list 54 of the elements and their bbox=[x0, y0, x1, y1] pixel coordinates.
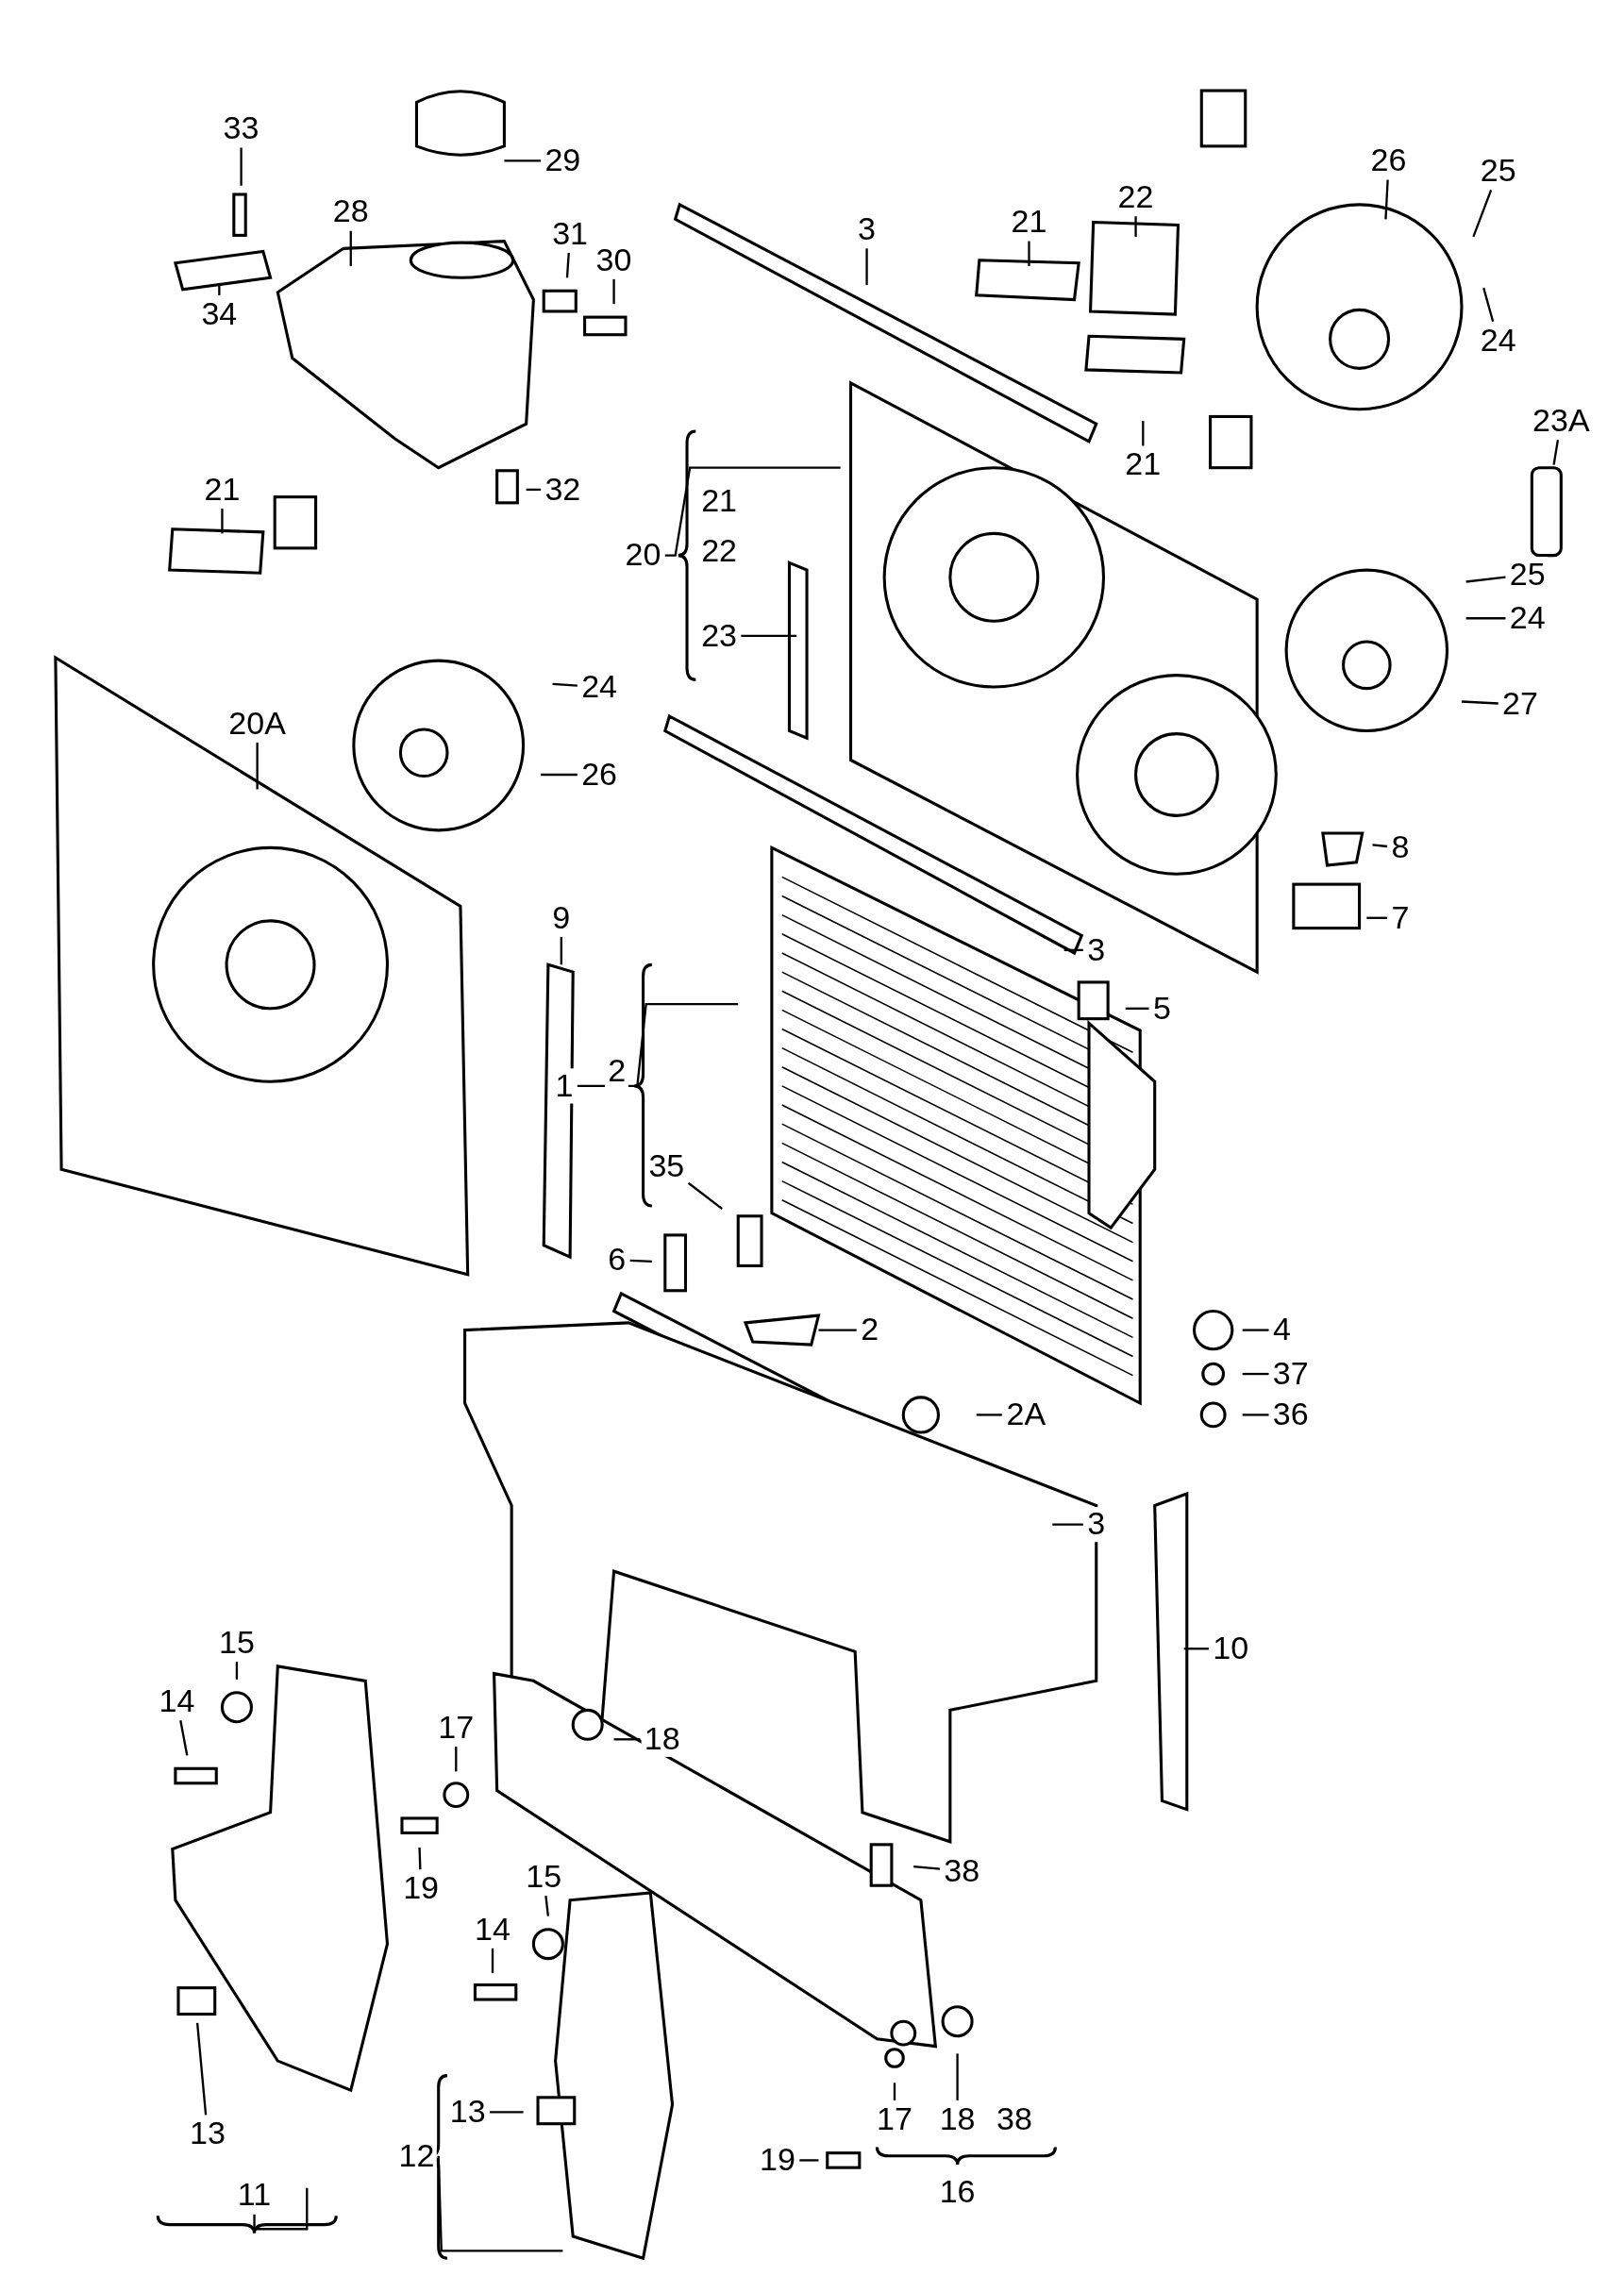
leader-line bbox=[976, 1414, 1002, 1416]
leader-line bbox=[799, 2159, 819, 2162]
leader-line bbox=[565, 252, 570, 278]
leader-line bbox=[349, 230, 352, 266]
leader-line bbox=[179, 1719, 189, 1756]
leader-line bbox=[1242, 1329, 1269, 1331]
leader-line bbox=[664, 466, 841, 557]
leader-line bbox=[1063, 948, 1083, 951]
leader-line bbox=[541, 773, 578, 777]
leader-line bbox=[544, 1895, 550, 1916]
leader-line bbox=[1465, 617, 1506, 620]
leader-line bbox=[256, 742, 259, 790]
leader-line bbox=[455, 1747, 458, 1772]
leader-line bbox=[818, 1329, 857, 1331]
leader-line bbox=[560, 936, 562, 965]
leader-line bbox=[1183, 1648, 1209, 1650]
leader-line bbox=[612, 278, 615, 305]
leader-line bbox=[1461, 700, 1498, 705]
leader-line bbox=[1125, 1007, 1149, 1010]
leader-line bbox=[913, 1865, 941, 1870]
leader-line bbox=[1366, 916, 1387, 919]
leader-line bbox=[1384, 179, 1389, 220]
leader-line bbox=[741, 634, 797, 637]
leader-line bbox=[235, 1662, 239, 1680]
leader-line bbox=[491, 1948, 494, 1974]
leader-line bbox=[1552, 440, 1560, 465]
leader-line bbox=[418, 1847, 422, 1870]
leader-line bbox=[221, 509, 224, 534]
leader-line bbox=[1242, 1372, 1269, 1376]
leader-line bbox=[526, 488, 542, 492]
leader-line bbox=[218, 285, 221, 295]
leader-line bbox=[195, 2022, 208, 2116]
leader-line bbox=[1372, 844, 1388, 848]
leader-line bbox=[437, 2154, 563, 2252]
leader-line bbox=[1142, 421, 1145, 446]
leader-line bbox=[865, 248, 868, 286]
leader-line bbox=[489, 2111, 524, 2114]
leader-line bbox=[629, 1259, 652, 1263]
leader-line bbox=[893, 2083, 896, 2100]
leader-line bbox=[240, 147, 243, 186]
leader-line bbox=[1052, 1523, 1083, 1526]
leader-line bbox=[1465, 576, 1506, 583]
leader-line bbox=[552, 682, 578, 687]
leader-line bbox=[1472, 189, 1493, 238]
leader-line bbox=[1482, 287, 1495, 323]
leader-line bbox=[504, 159, 542, 162]
leader-line bbox=[1134, 216, 1137, 237]
leader-line bbox=[956, 2053, 959, 2100]
leader-line bbox=[1028, 241, 1030, 266]
leader-line bbox=[1242, 1414, 1269, 1416]
leader-line bbox=[613, 1738, 641, 1741]
leader-line bbox=[253, 2187, 309, 2231]
leader-line bbox=[577, 1003, 739, 1088]
leader-line bbox=[687, 1181, 723, 1210]
